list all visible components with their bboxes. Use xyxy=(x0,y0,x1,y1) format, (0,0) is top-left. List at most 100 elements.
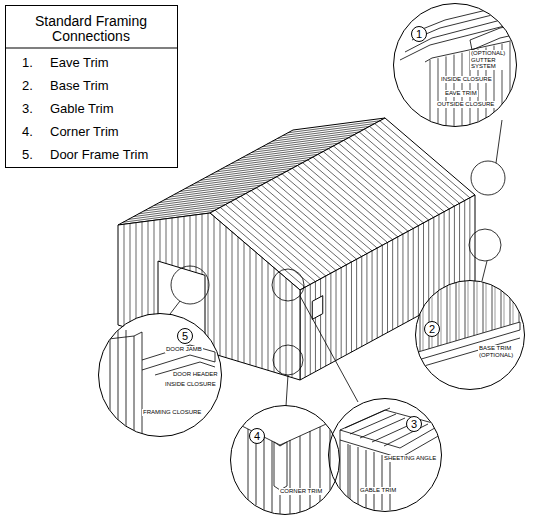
rib-line xyxy=(438,58,439,130)
part-label: FRAMING CLOSURE xyxy=(142,409,202,416)
rib-line xyxy=(428,220,429,310)
rib-line xyxy=(459,272,460,340)
callout-number: 5 xyxy=(177,328,193,344)
rib-line xyxy=(136,223,137,331)
rib-line xyxy=(504,272,505,327)
rib-line xyxy=(256,252,257,366)
rib-line xyxy=(420,270,421,351)
rib-line xyxy=(292,168,382,245)
rib-line xyxy=(334,146,424,223)
rib-line xyxy=(366,254,367,344)
rib-line xyxy=(246,193,336,270)
rib-line xyxy=(349,138,439,215)
rib-line xyxy=(501,274,502,328)
base-detail xyxy=(418,270,522,366)
part-label: INSIDE CLOSURE xyxy=(164,381,217,388)
table-cell: Base Trim xyxy=(50,79,109,93)
rib-line xyxy=(220,207,310,284)
rib-line xyxy=(298,166,388,243)
rib-line xyxy=(408,231,409,321)
gable-detail xyxy=(340,408,440,510)
rib-line xyxy=(313,157,403,234)
part-label: (OPTIONAL) GUTTER SYSTEM xyxy=(470,50,506,70)
rib-line xyxy=(519,274,520,322)
rib-line xyxy=(238,237,239,361)
rib-line xyxy=(305,287,306,377)
rib-line xyxy=(447,274,448,343)
rib-line xyxy=(250,247,251,365)
row-number: 4. xyxy=(22,125,33,139)
rib-line xyxy=(236,199,326,276)
rib-line xyxy=(124,224,125,327)
detail-circle: 3SHEETING ANGLEGABLE TRIM xyxy=(328,398,442,512)
rib-line xyxy=(251,191,341,268)
rib-line xyxy=(318,154,408,231)
callout-number: 4 xyxy=(249,428,265,444)
rib-line xyxy=(510,42,511,130)
rib-line xyxy=(220,222,221,356)
rib-line xyxy=(208,213,209,352)
rib-line xyxy=(320,279,321,369)
rib-line xyxy=(433,217,434,307)
rib-line xyxy=(215,210,305,287)
part-label: BASE TRIM (OPTIONAL) xyxy=(478,345,516,358)
rib-line xyxy=(486,272,487,332)
rib-line xyxy=(256,188,346,265)
rib-line xyxy=(430,60,431,130)
rib-line xyxy=(283,124,375,136)
rib-line xyxy=(382,245,383,335)
rib-line xyxy=(465,274,466,338)
rib-line xyxy=(522,272,523,321)
rib-line xyxy=(477,272,478,335)
rib-line xyxy=(267,182,357,259)
rib-line xyxy=(272,179,362,256)
detail-circle: 4CORNER TRIM xyxy=(230,405,340,515)
rib-line xyxy=(402,234,403,324)
rib-line xyxy=(261,185,351,262)
rib-line xyxy=(354,135,444,212)
part-label: SHEETING ANGLE xyxy=(383,455,437,462)
rib-line xyxy=(429,274,430,349)
row-number: 2. xyxy=(22,79,33,93)
rib-line xyxy=(268,263,269,371)
rib-line xyxy=(364,129,454,206)
rib-line xyxy=(413,229,414,319)
rib-line xyxy=(361,256,362,346)
rib-line xyxy=(323,152,413,229)
rib-line xyxy=(370,126,460,203)
rib-line xyxy=(468,272,469,337)
table-cell: Eave Trim xyxy=(50,56,109,70)
rib-line xyxy=(492,270,493,330)
rib-line xyxy=(262,257,263,368)
row-number: 3. xyxy=(22,102,33,116)
rib-line xyxy=(310,284,311,374)
rib-line xyxy=(225,205,315,282)
rib-line xyxy=(356,259,357,349)
building-face xyxy=(312,296,323,320)
rib-line xyxy=(423,223,424,313)
rib-line xyxy=(232,232,233,360)
callout-number: 2 xyxy=(424,321,440,337)
rib-line xyxy=(280,273,281,374)
rib-line xyxy=(423,272,424,350)
rib-line xyxy=(303,163,393,240)
rib-line xyxy=(315,282,316,372)
rib-line xyxy=(287,171,377,248)
row-number: 1. xyxy=(22,56,33,70)
rib-line xyxy=(380,121,470,198)
rib-line xyxy=(372,251,373,341)
rib-line xyxy=(483,274,484,333)
rib-line xyxy=(464,201,465,291)
rib-line xyxy=(438,270,439,346)
rib-line xyxy=(308,160,398,237)
detail-circle: 2BASE TRIM (OPTIONAL) xyxy=(415,280,525,390)
rib-line xyxy=(341,268,342,358)
corner-detail xyxy=(240,420,335,515)
row-number: 5. xyxy=(22,148,33,162)
rib-line xyxy=(142,222,143,332)
rib-line xyxy=(344,140,434,217)
rib-line xyxy=(325,276,326,366)
callout-number: 1 xyxy=(411,26,427,42)
table-cell: Door Frame Trim xyxy=(50,148,148,162)
rib-line xyxy=(130,223,131,328)
